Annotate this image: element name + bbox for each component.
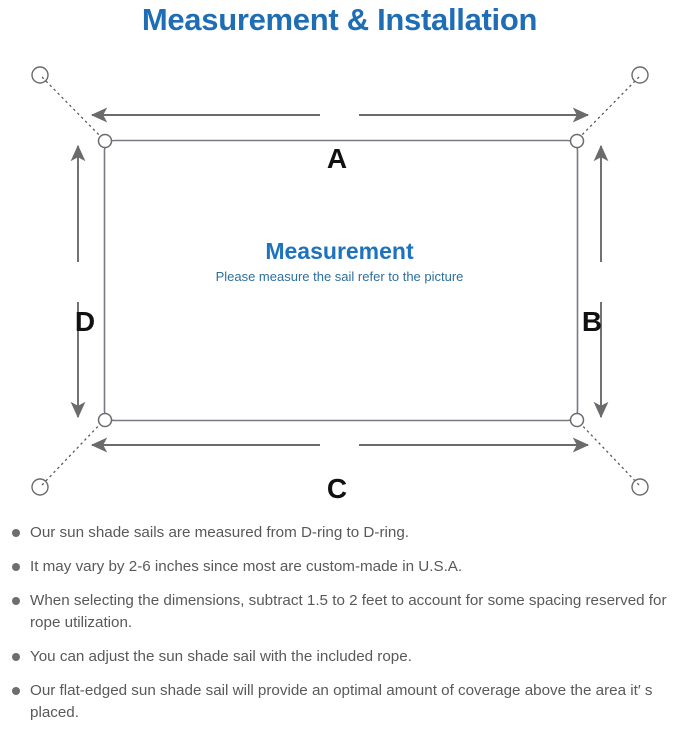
- note-text: Our flat-edged sun shade sail will provi…: [30, 682, 653, 721]
- dimension-label-b: B: [581, 306, 603, 337]
- page-title: Measurement & Installation: [141, 2, 538, 37]
- d-ring-bottom-left: [97, 412, 113, 428]
- anchor-point-top-right: [631, 66, 649, 84]
- list-item: Our sun shade sails are measured from D-…: [0, 522, 679, 544]
- rope-line-top-left: [41, 76, 105, 141]
- d-ring-top-right: [569, 133, 585, 149]
- dimension-label-c: C: [326, 473, 348, 504]
- bullet-icon: [12, 687, 20, 695]
- anchor-point-bottom-left: [31, 478, 49, 496]
- measurement-diagram-svg: [31, 66, 649, 496]
- list-item: Our flat-edged sun shade sail will provi…: [0, 680, 679, 724]
- rope-line-bottom-right: [576, 419, 640, 486]
- note-text: You can adjust the sun shade sail with t…: [30, 648, 412, 665]
- bullet-icon: [12, 653, 20, 661]
- anchor-point-bottom-right: [631, 478, 649, 496]
- rope-line-top-right: [576, 76, 640, 141]
- list-item: You can adjust the sun shade sail with t…: [0, 646, 679, 668]
- d-rings: [97, 133, 585, 428]
- list-item: When selecting the dimensions, subtract …: [0, 590, 679, 634]
- diagram-container: [0, 44, 679, 514]
- dimension-label-d: D: [74, 306, 96, 337]
- note-text: Our sun shade sails are measured from D-…: [30, 524, 409, 541]
- anchor-point-top-left: [31, 66, 49, 84]
- sail-body: [103, 139, 579, 422]
- note-text: When selecting the dimensions, subtract …: [30, 592, 667, 631]
- d-ring-top-left: [97, 133, 113, 149]
- rope-lines: [41, 76, 640, 486]
- notes-list: Our sun shade sails are measured from D-…: [0, 522, 679, 736]
- note-text: It may vary by 2-6 inches since most are…: [30, 558, 463, 575]
- bullet-icon: [12, 529, 20, 537]
- bullet-icon: [12, 563, 20, 571]
- rope-line-bottom-left: [41, 419, 105, 486]
- d-ring-bottom-right: [569, 412, 585, 428]
- anchor-points: [31, 66, 649, 496]
- list-item: It may vary by 2-6 inches since most are…: [0, 556, 679, 578]
- dimension-label-a: A: [326, 143, 348, 174]
- dimension-arrows: [70, 107, 609, 453]
- bullet-icon: [12, 597, 20, 605]
